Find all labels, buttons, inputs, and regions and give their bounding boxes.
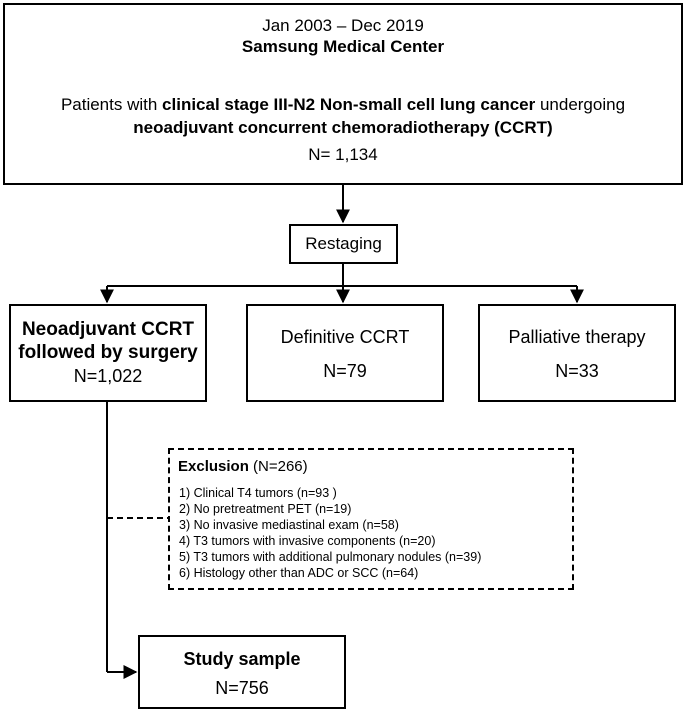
cohort-box: Jan 2003 – Dec 2019 Samsung Medical Cent…: [3, 3, 683, 185]
exclusion-item: 4) T3 tumors with invasive components (n…: [179, 534, 436, 548]
cohort-count: N= 1,134: [308, 145, 378, 164]
branch-surgery-count: N=1,022: [73, 366, 143, 386]
branch-palliative-count: N=33: [555, 361, 599, 381]
cohort-description-line1: Patients with clinical stage III-N2 Non-…: [60, 95, 626, 114]
branch-surgery-title-2: followed by surgery: [18, 342, 198, 363]
branch-definitive-count: N=79: [323, 361, 367, 381]
exclusion-item: 2) No pretreatment PET (n=19): [179, 502, 352, 516]
exclusion-box: Exclusion (N=266) 1) Clinical T4 tumors …: [168, 448, 574, 590]
exclusion-header: Exclusion (N=266): [178, 458, 308, 475]
exclusion-item: 6) Histology other than ADC or SCC (n=64…: [179, 566, 419, 580]
exclusion-item: 1) Clinical T4 tumors (n=93 ): [179, 486, 337, 500]
branch-surgery-box: Neoadjuvant CCRT followed by surgery N=1…: [9, 304, 207, 402]
branch-palliative-box: Palliative therapy N=33: [478, 304, 676, 402]
exclusion-list: 1) Clinical T4 tumors (n=93 ) 2) No pret…: [179, 485, 481, 581]
cohort-description-line2: neoadjuvant concurrent chemoradiotherapy…: [133, 118, 553, 137]
institution-name: Samsung Medical Center: [241, 37, 445, 56]
branch-surgery-title-1: Neoadjuvant CCRT: [21, 319, 195, 340]
branch-definitive-title: Definitive CCRT: [280, 327, 410, 347]
branch-definitive-box: Definitive CCRT N=79: [246, 304, 444, 402]
branch-palliative-title: Palliative therapy: [508, 327, 646, 347]
restaging-label: Restaging: [305, 234, 382, 253]
study-period: Jan 2003 – Dec 2019: [262, 16, 424, 35]
study-sample-title: Study sample: [183, 649, 301, 669]
study-sample-count: N=756: [215, 678, 269, 698]
exclusion-item: 5) T3 tumors with additional pulmonary n…: [179, 550, 482, 564]
restaging-box: Restaging: [289, 224, 398, 264]
exclusion-item: 3) No invasive mediastinal exam (n=58): [179, 518, 399, 532]
study-sample-box: Study sample N=756: [138, 635, 346, 709]
